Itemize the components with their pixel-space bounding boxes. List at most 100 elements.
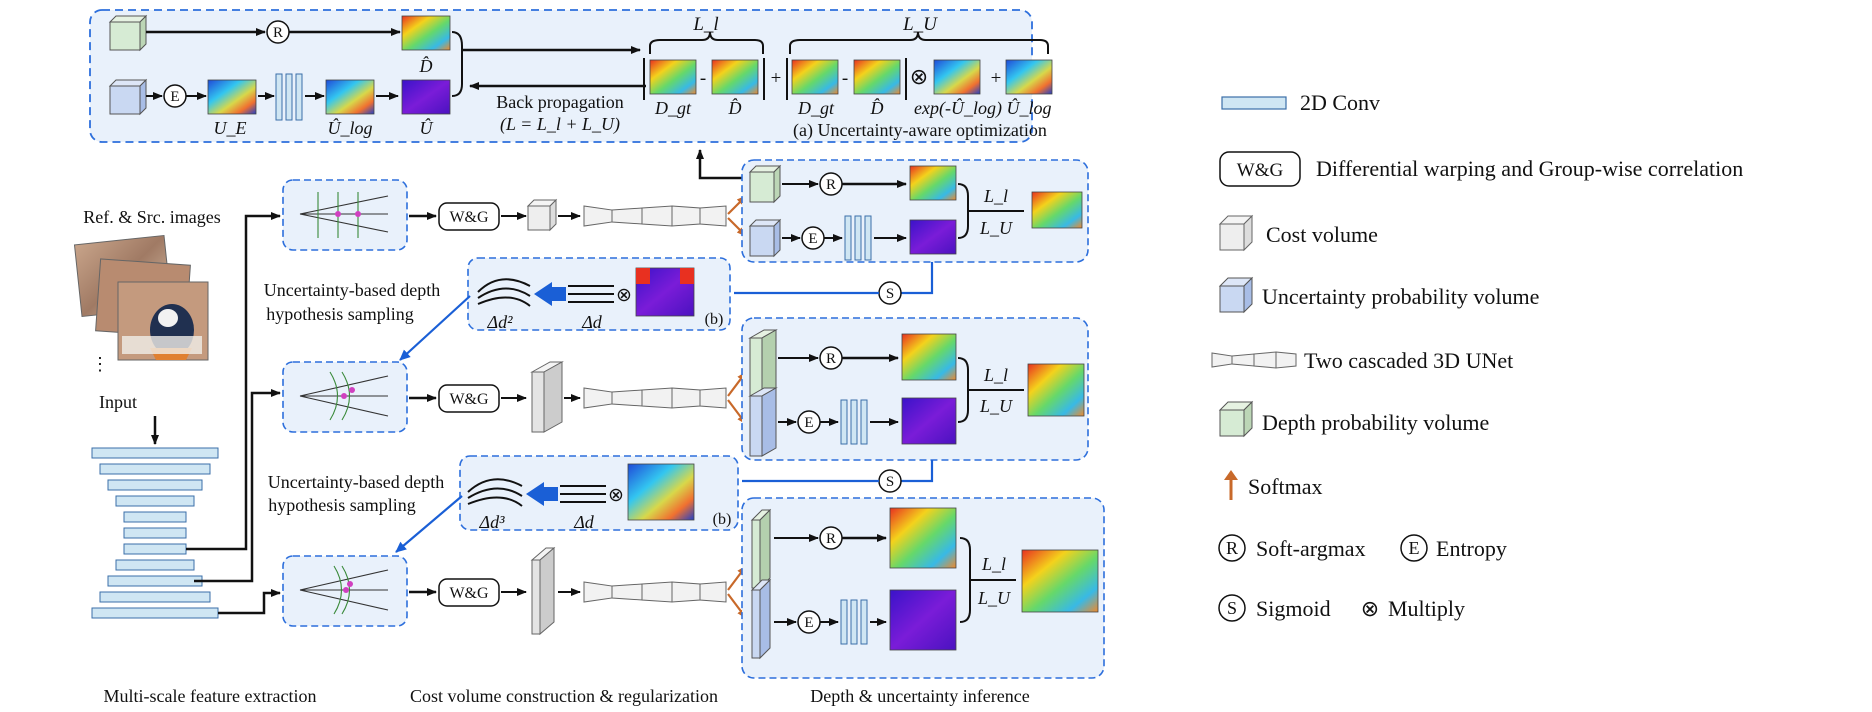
svg-text:D̂: D̂ xyxy=(870,98,884,118)
svg-text:R: R xyxy=(1226,538,1238,558)
svg-text:Uncertainty probability volume: Uncertainty probability volume xyxy=(1262,284,1539,309)
svg-text:2D Conv: 2D Conv xyxy=(1300,90,1380,115)
svg-text:L_l: L_l xyxy=(692,14,718,35)
hypothesis-sampling-icon-2 xyxy=(299,371,389,421)
legend-sigmoid: S Sigmoid xyxy=(1218,594,1331,622)
svg-text:(b): (b) xyxy=(713,511,732,528)
svg-text:L_U: L_U xyxy=(979,396,1013,416)
soft-argmax-op: R xyxy=(266,20,290,44)
gt-depth-image xyxy=(649,59,697,95)
stage2-uncertainty-image xyxy=(901,397,957,445)
legend-soft-argmax: R Soft-argmax xyxy=(1218,534,1366,562)
back-propagation-label: Back propagation xyxy=(496,92,623,112)
unet-icon-2 xyxy=(583,387,727,409)
svg-text:W&G: W&G xyxy=(449,391,489,408)
sampling-label-2b: hypothesis sampling xyxy=(268,495,416,515)
svg-text:⊗: ⊗ xyxy=(616,285,632,306)
svg-text:R: R xyxy=(273,25,283,41)
svg-text:D̂: D̂ xyxy=(728,98,742,118)
cost-volume-icon-3 xyxy=(530,546,556,636)
svg-text:Δd: Δd xyxy=(581,312,603,332)
svg-text:(b): (b) xyxy=(705,311,724,328)
svg-text:Multiply: Multiply xyxy=(1388,596,1465,621)
conv-stack-2 xyxy=(840,399,868,445)
conv-stack-1 xyxy=(844,215,872,261)
sigmoid-op-1: S xyxy=(878,281,902,305)
entropy-map-image xyxy=(207,79,257,115)
uncertainty-volume-2 xyxy=(748,387,778,457)
legend-unet: Two cascaded 3D UNet xyxy=(1211,348,1513,373)
stage-2: W&G R xyxy=(282,317,1089,461)
legend-cost-volume: Cost volume xyxy=(1218,214,1378,252)
uncertainty-volume-3 xyxy=(750,578,772,660)
sampling-map-2 xyxy=(627,463,695,521)
svg-text:E: E xyxy=(804,415,813,431)
svg-text:⊗: ⊗ xyxy=(910,64,928,89)
svg-text:Δd³: Δd³ xyxy=(479,512,506,532)
svg-text:L_U: L_U xyxy=(902,14,938,35)
u-e-label: U_E xyxy=(214,118,247,138)
sampling-label-1b: hypothesis sampling xyxy=(266,304,414,324)
wg-op-2: W&G xyxy=(438,384,500,413)
wg-op-3: W&G xyxy=(438,578,500,607)
ref-src-label: Ref. & Src. images xyxy=(83,207,220,227)
loss-u-group: L_U - D_gt D̂ ⊗ exp(-Û_log) + Û_log xyxy=(786,14,1053,119)
caption-depth-uncertainty: Depth & uncertainty inference xyxy=(810,686,1029,706)
svg-text:Sigmoid: Sigmoid xyxy=(1256,596,1331,621)
optimization-caption: (a) Uncertainty-aware optimization xyxy=(793,120,1047,141)
gt-depth-image-2 xyxy=(791,59,839,95)
stage3-depth-image xyxy=(889,507,957,569)
legend-wg: W&G Differential warping and Group-wise … xyxy=(1219,151,1743,187)
caption-multiscale: Multi-scale feature extraction xyxy=(104,686,317,706)
svg-text:S: S xyxy=(1227,598,1237,618)
legend-multiply: ⊗ Multiply xyxy=(1361,596,1465,621)
stage2-depth-image xyxy=(901,333,957,381)
svg-text:W&G: W&G xyxy=(449,585,489,602)
svg-text:Softmax: Softmax xyxy=(1248,474,1323,499)
svg-text:E: E xyxy=(170,89,179,105)
svg-text:L_U: L_U xyxy=(979,218,1013,238)
unet-icon-1 xyxy=(583,205,727,227)
unet-icon-3 xyxy=(583,581,727,603)
stage1-uncertainty-image xyxy=(909,219,957,255)
entropy-op-1: E xyxy=(801,226,825,250)
optimization-panel: R D̂ E U_E Û_log Û xyxy=(89,9,1053,143)
uncertainty-volume-icon xyxy=(108,78,148,116)
input-label: Input xyxy=(99,392,137,412)
conv-stack-icon xyxy=(275,73,303,121)
conv-stack-3 xyxy=(840,599,868,645)
d-hat-label: D̂ xyxy=(419,56,433,76)
depth-volume-2 xyxy=(748,329,778,397)
svg-text:-: - xyxy=(842,68,848,89)
ellipsis: ⋮ xyxy=(91,354,109,374)
svg-text:Soft-argmax: Soft-argmax xyxy=(1256,536,1366,561)
feature-pyramid xyxy=(91,447,219,619)
log-uncertainty-image-2 xyxy=(1005,59,1053,95)
svg-text:L_U: L_U xyxy=(977,588,1011,608)
depth-volume-1 xyxy=(748,164,782,204)
u-log-hat-label: Û_log xyxy=(328,117,373,138)
soft-argmax-op-1: R xyxy=(819,172,843,196)
svg-text:Depth probability volume: Depth probability volume xyxy=(1262,410,1489,435)
svg-text:L_l: L_l xyxy=(983,365,1008,385)
entropy-op: E xyxy=(163,84,187,108)
svg-text:W&G: W&G xyxy=(1237,160,1284,181)
sampling-box-2: ⊗ Δd³ Δd (b) xyxy=(459,455,739,532)
stage-1: W&G R xyxy=(282,159,1089,263)
stage2-output-image xyxy=(1027,363,1085,417)
svg-text:Two cascaded 3D UNet: Two cascaded 3D UNet xyxy=(1304,348,1513,373)
uncertainty-volume-1 xyxy=(748,218,782,258)
svg-text:Cost volume: Cost volume xyxy=(1266,222,1378,247)
stage3-output-image xyxy=(1021,549,1099,613)
hypothesis-sampling-icon-1 xyxy=(299,192,389,238)
svg-text:Δd: Δd xyxy=(573,512,595,532)
svg-text:L_l: L_l xyxy=(981,554,1006,574)
pred-depth-image xyxy=(711,59,759,95)
cost-volume-icon-1 xyxy=(526,198,558,232)
sigmoid-op-2: S xyxy=(878,469,902,493)
stage1-output-image xyxy=(1031,191,1083,229)
legend: 2D Conv W&G Differential warping and Gro… xyxy=(1211,90,1743,622)
legend-softmax: Softmax xyxy=(1224,470,1323,500)
svg-text:D_gt: D_gt xyxy=(654,98,692,118)
soft-argmax-op-3: R xyxy=(819,526,843,550)
